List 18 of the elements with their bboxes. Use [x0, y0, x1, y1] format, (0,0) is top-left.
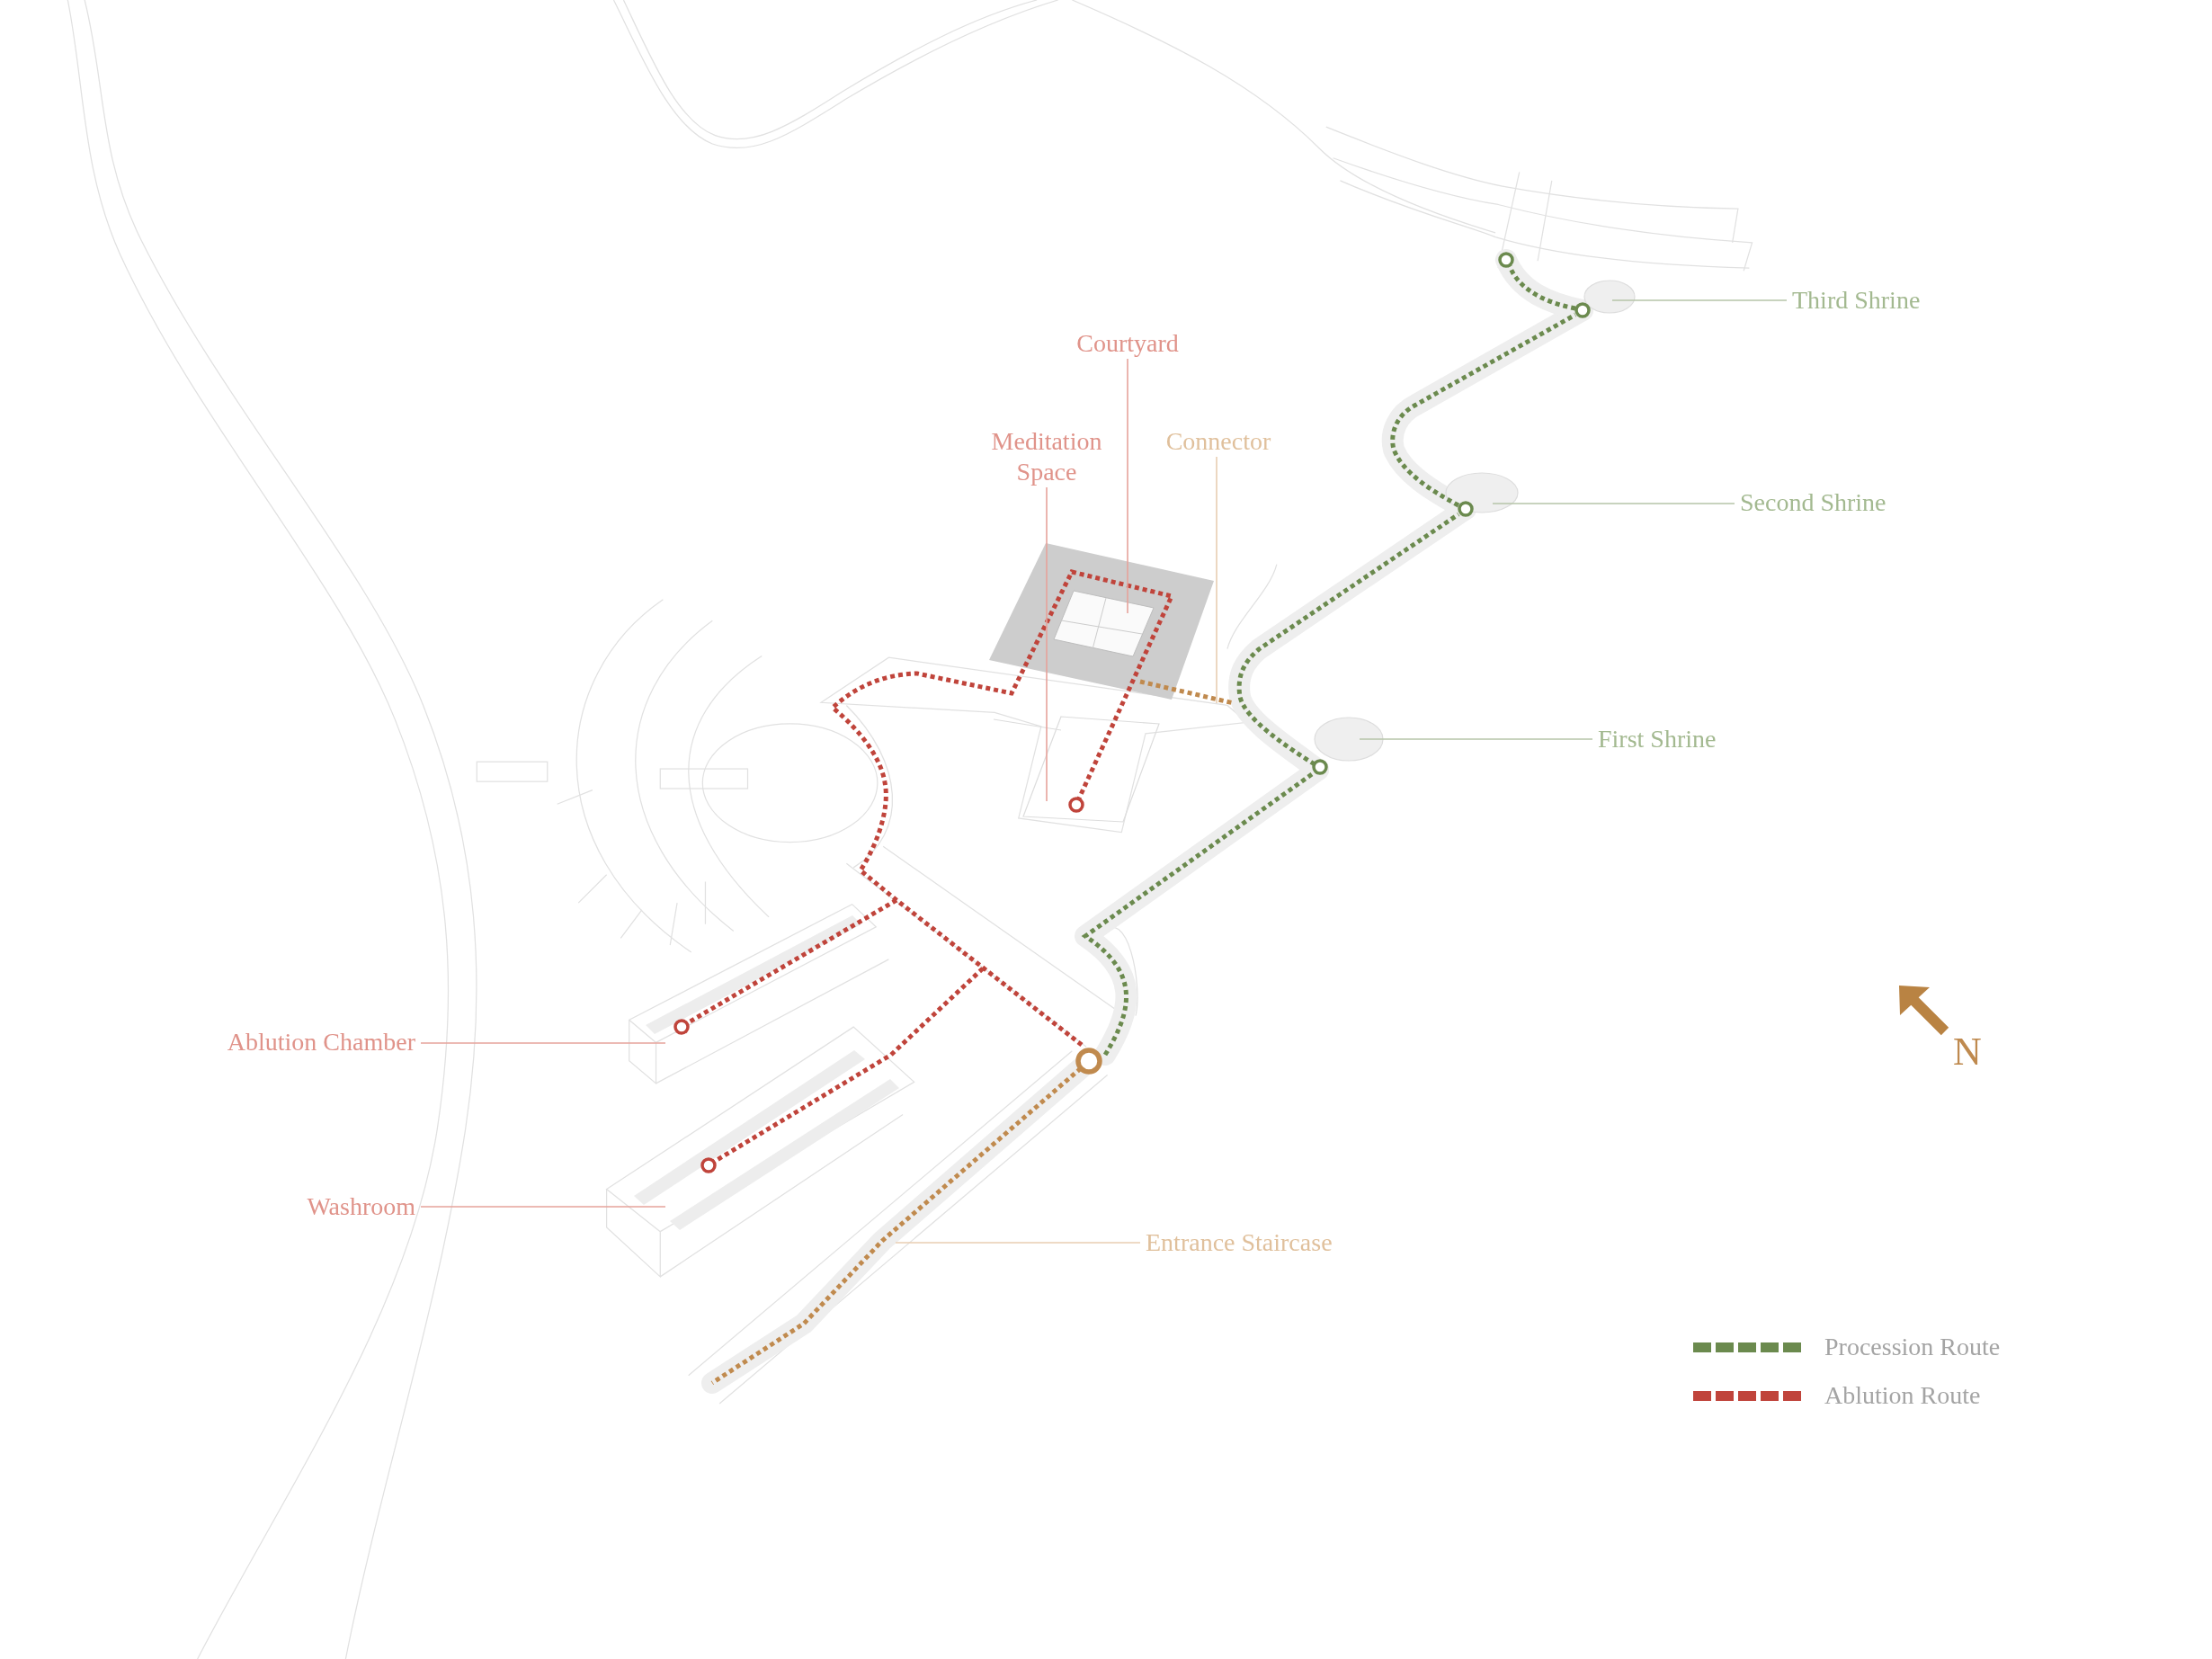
callout-label: Courtyard	[1071, 328, 1184, 359]
leader-line	[895, 1242, 1141, 1244]
north-label: N	[1953, 1032, 1982, 1072]
callout-label: Meditation Space	[974, 426, 1119, 487]
callout-label: Washroom	[301, 1191, 421, 1222]
callout-label: Third Shrine	[1787, 285, 1926, 316]
leader-line	[1216, 456, 1217, 704]
callout-label: Connector	[1160, 426, 1277, 457]
callout-label: Second Shrine	[1735, 487, 1892, 518]
leader-line	[420, 1042, 666, 1044]
legend-label: Ablution Route	[1824, 1380, 1981, 1411]
leader-line	[1127, 358, 1128, 614]
leader-line	[1046, 486, 1048, 802]
leader-line	[420, 1206, 666, 1208]
callout-label: Entrance Staircase	[1140, 1227, 1338, 1258]
legend-label: Procession Route	[1824, 1332, 2001, 1362]
callout-label: Ablution Chamber	[221, 1027, 421, 1057]
leader-line	[1611, 299, 1788, 301]
